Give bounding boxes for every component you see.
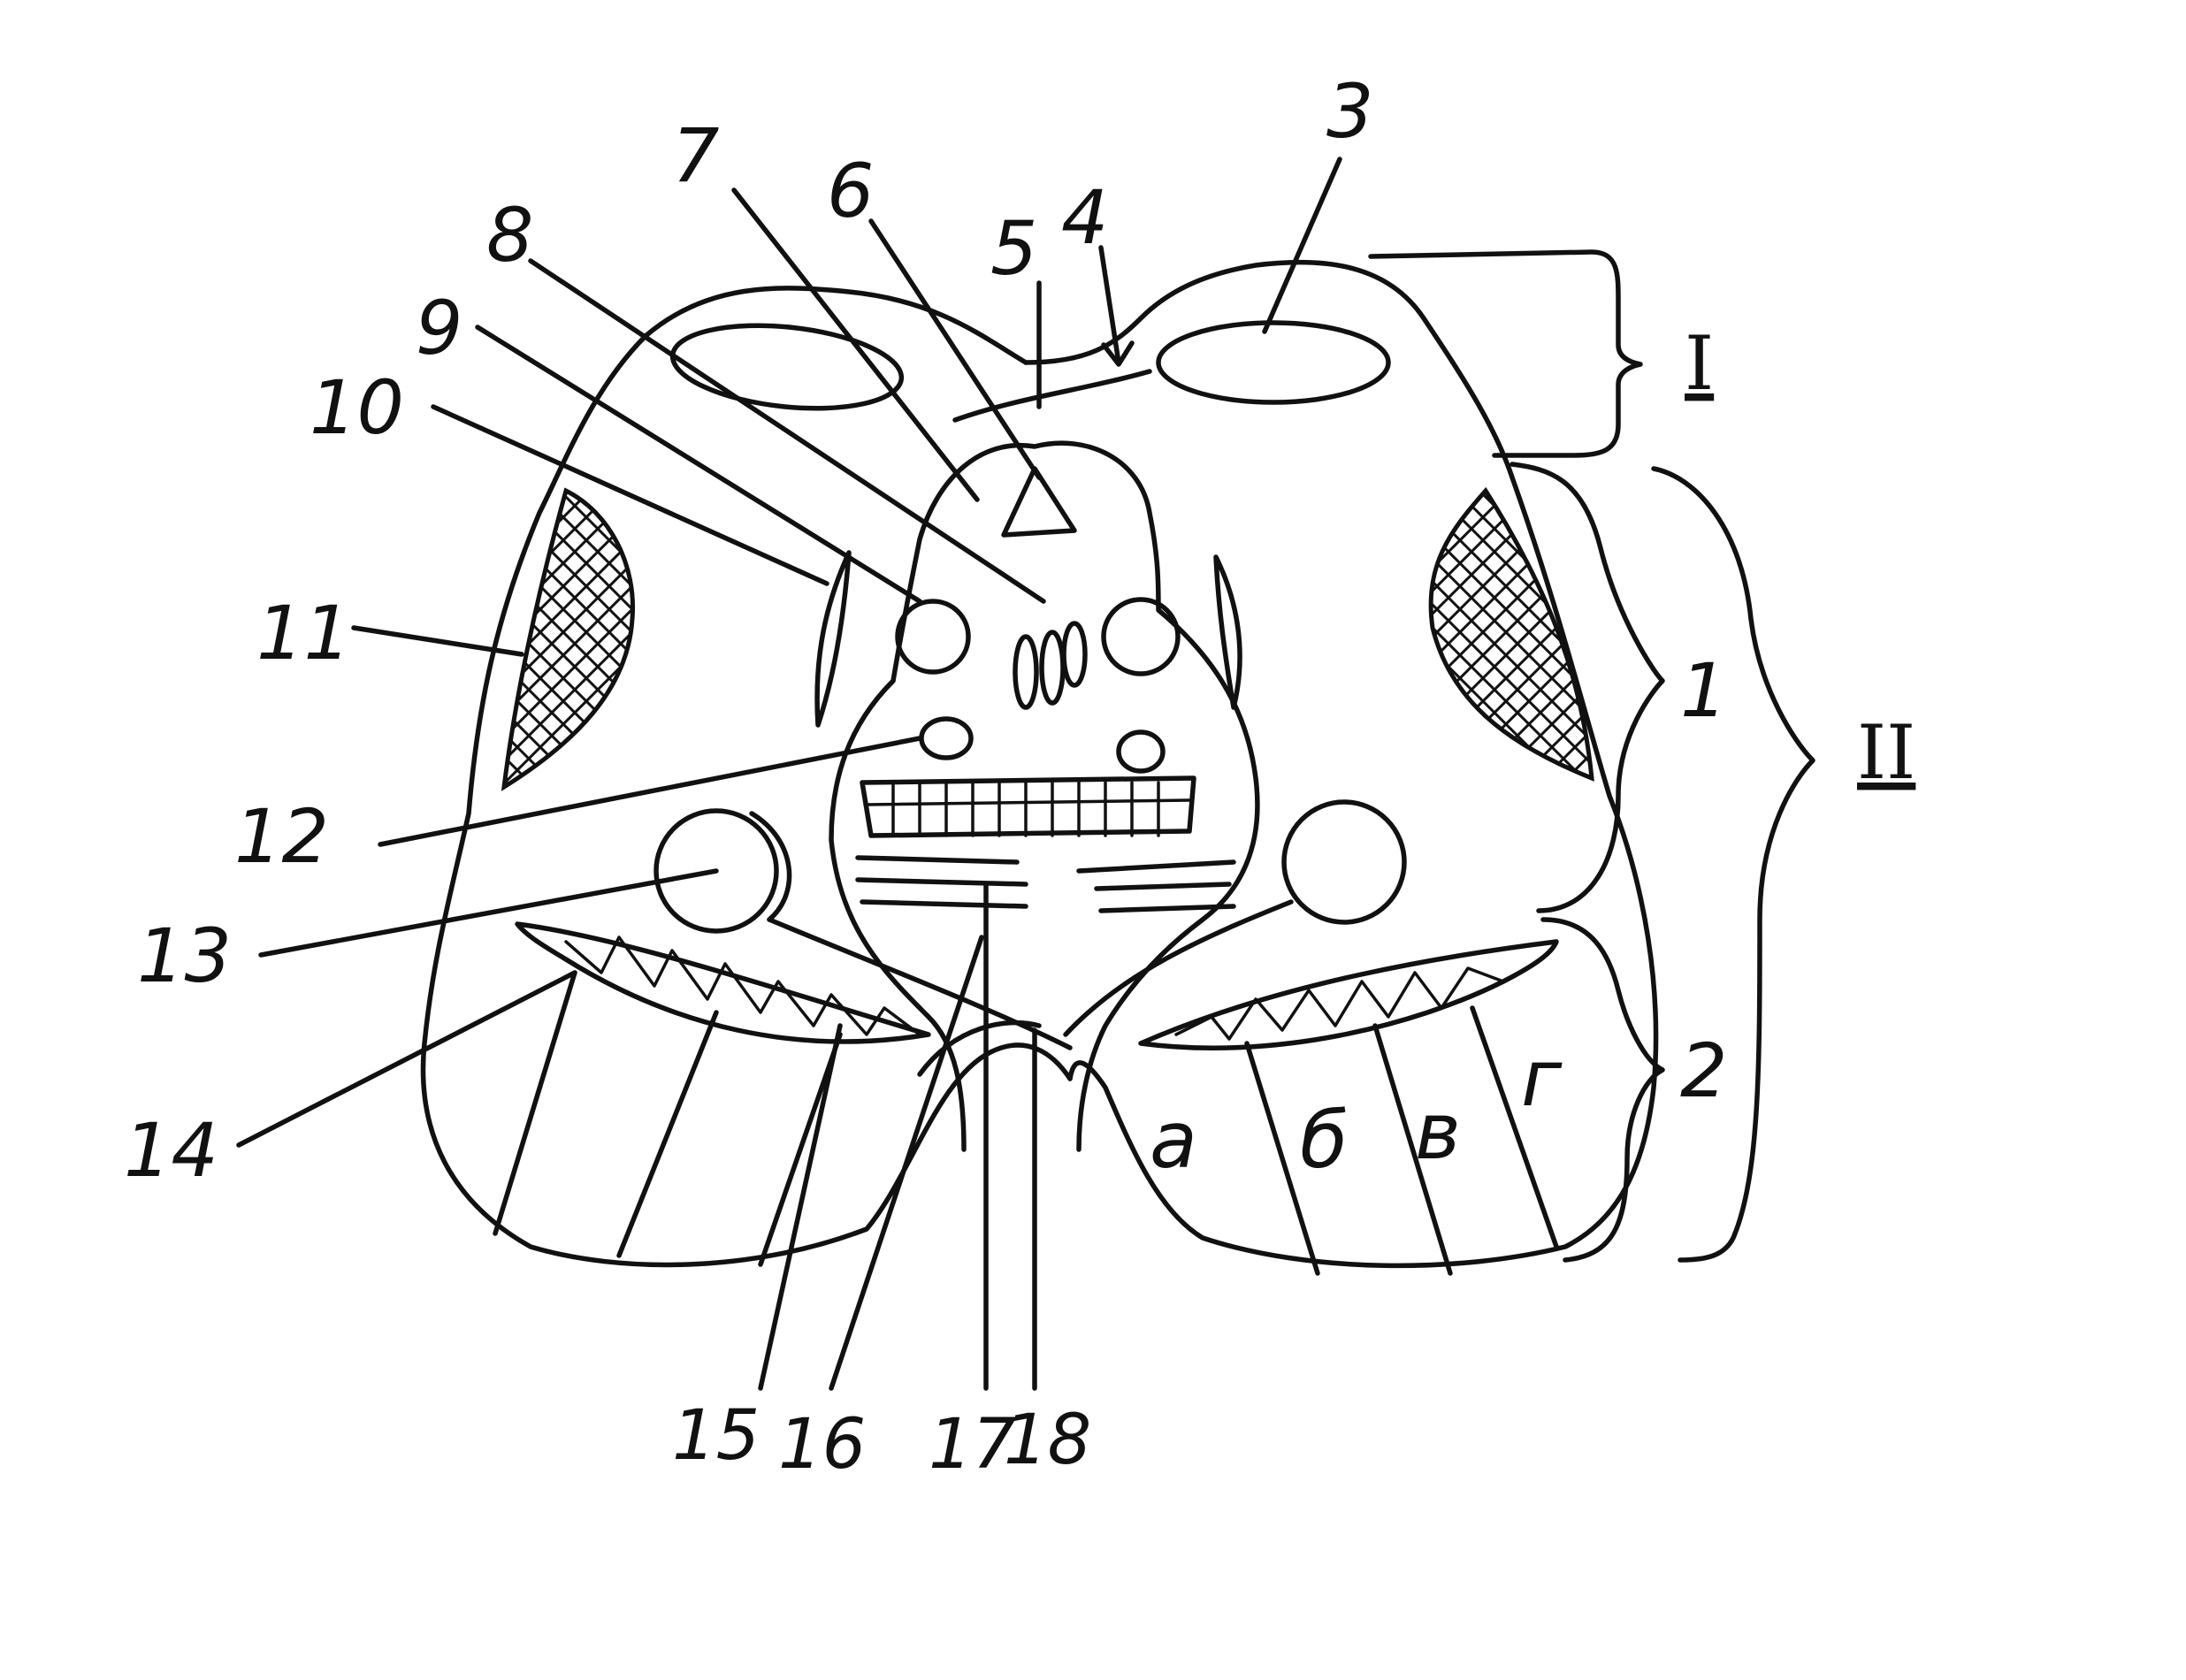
crescent-14-left <box>515 921 931 1044</box>
lower-left-stripes <box>493 970 843 1267</box>
central-triangle-6 <box>1001 466 1077 538</box>
section-label-I: I <box>1685 320 1714 407</box>
lens-10-left <box>814 550 852 728</box>
label-15: 15 <box>672 1396 760 1476</box>
horizontal-line-group-right <box>1076 859 1236 913</box>
label-3: 3 <box>1326 68 1373 155</box>
zone-letter-g: г <box>1521 1033 1563 1124</box>
zigzag-right <box>1174 966 1505 1041</box>
diagonal-line-right-cross <box>1063 899 1294 1037</box>
zigzag-left <box>564 935 921 1036</box>
paired-small-oval-8c <box>1061 621 1088 688</box>
label-10: 10 <box>310 364 404 451</box>
label-9: 9 <box>416 285 462 371</box>
label-6: 6 <box>827 148 874 234</box>
dorsal-median-line <box>952 369 1152 423</box>
small-circle-12-right <box>1116 729 1166 774</box>
label-7: 7 <box>672 112 719 199</box>
brace-1 <box>1510 462 1665 913</box>
label-1: 1 <box>1680 647 1727 734</box>
zone-letter-a: a <box>1150 1095 1197 1186</box>
leader-lines <box>236 157 1342 1391</box>
paired-small-oval-8a <box>1013 634 1039 710</box>
label-4: 4 <box>1061 174 1108 261</box>
section-label-II: II <box>1857 709 1915 796</box>
label-16: 16 <box>778 1405 866 1485</box>
large-circle-13-left <box>654 808 779 934</box>
lower-right-stripes <box>1244 1005 1559 1276</box>
central-pear-shape <box>829 440 1260 1152</box>
label-11: 11 <box>256 590 351 676</box>
brace-I <box>1368 249 1643 458</box>
brace-II <box>1651 466 1815 1263</box>
label-8: 8 <box>486 192 533 279</box>
large-circle-13-right <box>1281 799 1407 925</box>
outer-outline-left <box>420 286 1073 1268</box>
outer-outline-right <box>1023 259 1659 1269</box>
brace-2 <box>1540 917 1665 1263</box>
zone-letter-b: б <box>1300 1095 1348 1186</box>
central-arch <box>917 1019 1042 1077</box>
crescent-right <box>1138 939 1559 1050</box>
label-12: 12 <box>234 793 329 880</box>
circle-9-left <box>895 599 971 675</box>
label-13: 13 <box>137 913 232 999</box>
horizontal-line-group-left <box>855 855 1028 909</box>
large-circle-13-left-rim <box>749 811 792 922</box>
label-14: 14 <box>124 1107 218 1194</box>
circle-9-right <box>1101 597 1181 676</box>
lens-10-right <box>1213 554 1242 710</box>
small-circle-12-left <box>919 716 974 760</box>
label-18: 18 <box>1004 1401 1091 1480</box>
paired-small-oval-8b <box>1039 630 1066 706</box>
label-5: 5 <box>990 205 1037 292</box>
label-17: 17 <box>929 1405 1016 1485</box>
hatched-zone-11-left <box>501 487 636 791</box>
label-2: 2 <box>1680 1027 1727 1114</box>
ladder-structure-17 <box>860 775 1196 838</box>
hatched-zone-11-right <box>1428 486 1594 782</box>
zone-letter-v: в <box>1415 1086 1461 1177</box>
dorsal-oval-right-3 <box>1156 320 1391 405</box>
diagonal-line-left-cross <box>767 917 1073 1050</box>
